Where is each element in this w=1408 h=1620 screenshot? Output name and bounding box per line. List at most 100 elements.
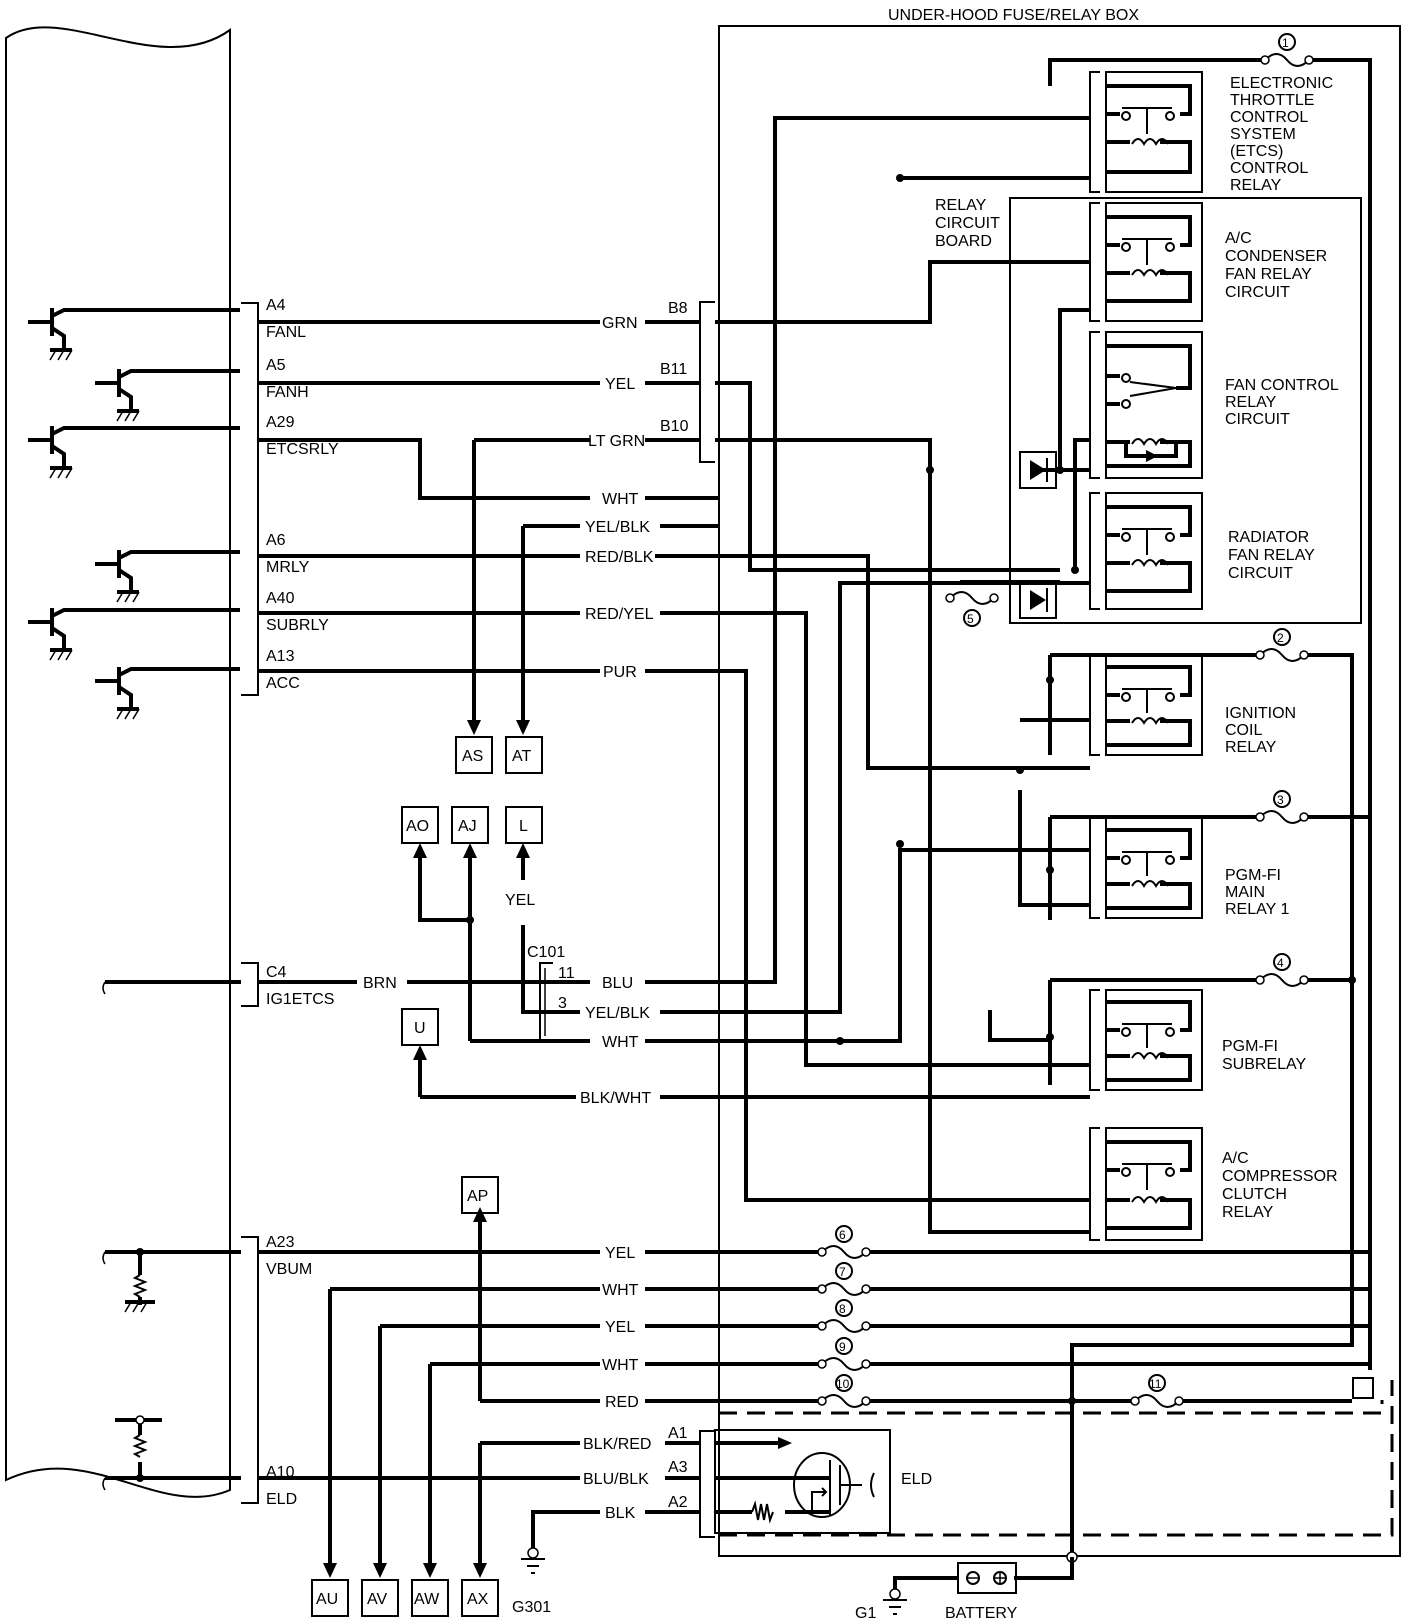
diode-icons <box>1019 451 1057 619</box>
svg-text:MAIN: MAIN <box>1225 884 1265 901</box>
svg-text:L: L <box>519 818 528 835</box>
svg-text:ELD: ELD <box>266 1491 297 1508</box>
svg-text:A2: A2 <box>668 1494 688 1511</box>
terminal-labels: B8 B11 B10 A1 A3 A2 C101 11 3 <box>527 300 689 1511</box>
fusebox-connector-b <box>699 301 715 463</box>
svg-text:(ETCS): (ETCS) <box>1230 143 1283 160</box>
svg-text:G301: G301 <box>512 1599 551 1616</box>
eld-sensor: ELD <box>714 1429 932 1534</box>
svg-text:YEL: YEL <box>605 1245 635 1262</box>
svg-text:BRN: BRN <box>363 975 397 992</box>
svg-text:IG1ETCS: IG1ETCS <box>266 991 334 1008</box>
svg-text:1: 1 <box>1282 36 1289 50</box>
svg-text:B10: B10 <box>660 418 689 435</box>
svg-text:BATTERY: BATTERY <box>945 1605 1018 1620</box>
svg-text:CLUTCH: CLUTCH <box>1222 1186 1287 1203</box>
ref-at[interactable]: AT <box>505 736 543 774</box>
svg-text:2: 2 <box>1277 631 1284 645</box>
ecm-connector-c <box>241 962 259 1007</box>
svg-text:6: 6 <box>839 1228 846 1242</box>
svg-text:9: 9 <box>839 1340 846 1354</box>
ecm-connector-a <box>241 302 259 696</box>
svg-text:U: U <box>414 1020 426 1037</box>
svg-text:RED/YEL: RED/YEL <box>585 606 654 623</box>
ref-as[interactable]: AS <box>455 736 493 774</box>
svg-text:PGM-FI: PGM-FI <box>1222 1038 1278 1055</box>
ref-l[interactable]: L <box>505 806 543 844</box>
svg-text:FAN CONTROL: FAN CONTROL <box>1225 377 1339 394</box>
ref-ao[interactable]: AO <box>401 806 439 844</box>
svg-text:AU: AU <box>316 1591 338 1608</box>
eld-connector <box>699 1430 715 1538</box>
ref-aj[interactable]: AJ <box>451 806 489 844</box>
ref-av[interactable]: AV <box>361 1579 399 1617</box>
svg-text:A40: A40 <box>266 590 295 607</box>
relay-circuit-board-label: RELAY CIRCUIT BOARD <box>935 197 1000 250</box>
fusible-link-box <box>1352 1377 1374 1399</box>
c101-connector <box>539 962 553 1041</box>
svg-text:BOARD: BOARD <box>935 233 992 250</box>
svg-text:ETCSRLY: ETCSRLY <box>266 441 339 458</box>
ground-g1-icon: G1 <box>855 1588 907 1620</box>
svg-text:PUR: PUR <box>603 664 637 681</box>
svg-text:FAN RELAY: FAN RELAY <box>1225 266 1312 283</box>
svg-text:11: 11 <box>558 965 575 982</box>
ref-ax[interactable]: AX <box>461 1579 499 1617</box>
svg-text:CIRCUIT: CIRCUIT <box>1228 565 1293 582</box>
svg-text:C101: C101 <box>527 944 565 961</box>
svg-text:COMPRESSOR: COMPRESSOR <box>1222 1168 1338 1185</box>
svg-text:WHT: WHT <box>602 1357 639 1374</box>
relay-circuit-board-outline <box>1009 197 1362 624</box>
ref-au[interactable]: AU <box>311 1579 349 1617</box>
svg-text:AO: AO <box>406 818 429 835</box>
svg-text:THROTTLE: THROTTLE <box>1230 92 1314 109</box>
svg-text:FANL: FANL <box>266 324 306 341</box>
svg-text:CONTROL: CONTROL <box>1230 109 1308 126</box>
svg-text:5: 5 <box>967 612 974 626</box>
svg-text:RELAY: RELAY <box>1225 739 1277 756</box>
svg-text:AW: AW <box>414 1591 440 1608</box>
svg-text:4: 4 <box>1277 956 1284 970</box>
svg-text:A6: A6 <box>266 532 286 549</box>
svg-text:CIRCUIT: CIRCUIT <box>1225 411 1290 428</box>
svg-text:A5: A5 <box>266 357 286 374</box>
svg-text:RELAY: RELAY <box>1222 1204 1274 1221</box>
svg-text:AX: AX <box>467 1591 489 1608</box>
svg-text:FANH: FANH <box>266 384 309 401</box>
junction-dots <box>136 174 1356 1563</box>
svg-text:RELAY: RELAY <box>1225 394 1277 411</box>
wires <box>105 58 1394 1580</box>
relay-symbols <box>1089 71 1203 1241</box>
svg-text:BLU/BLK: BLU/BLK <box>583 1471 649 1488</box>
svg-text:C4: C4 <box>266 964 287 981</box>
ref-ap[interactable]: AP <box>461 1176 499 1214</box>
svg-text:WHT: WHT <box>602 1034 639 1051</box>
svg-text:AV: AV <box>367 1591 387 1608</box>
svg-text:CIRCUIT: CIRCUIT <box>1225 284 1290 301</box>
svg-text:G1: G1 <box>855 1605 876 1620</box>
ref-aw[interactable]: AW <box>411 1579 449 1617</box>
svg-text:GRN: GRN <box>602 315 638 332</box>
svg-text:RED: RED <box>605 1394 639 1411</box>
svg-text:A3: A3 <box>668 1459 688 1476</box>
svg-text:A4: A4 <box>266 297 286 314</box>
fuse-icons: 1 5 2 3 4 6 7 8 9 10 11 <box>817 33 1314 1408</box>
svg-text:YEL: YEL <box>605 1319 635 1336</box>
svg-text:BLK: BLK <box>605 1505 636 1522</box>
svg-text:RELAY: RELAY <box>1230 177 1282 194</box>
svg-text:YEL: YEL <box>505 892 535 909</box>
svg-text:A23: A23 <box>266 1234 295 1251</box>
svg-text:A1: A1 <box>668 1425 688 1442</box>
svg-text:3: 3 <box>1277 793 1284 807</box>
ref-u[interactable]: U <box>401 1008 439 1046</box>
svg-text:CONTROL: CONTROL <box>1230 160 1308 177</box>
svg-text:A/C: A/C <box>1225 230 1252 247</box>
svg-text:8: 8 <box>839 1302 846 1316</box>
svg-text:LT GRN: LT GRN <box>588 433 645 450</box>
svg-text:FAN RELAY: FAN RELAY <box>1228 547 1315 564</box>
